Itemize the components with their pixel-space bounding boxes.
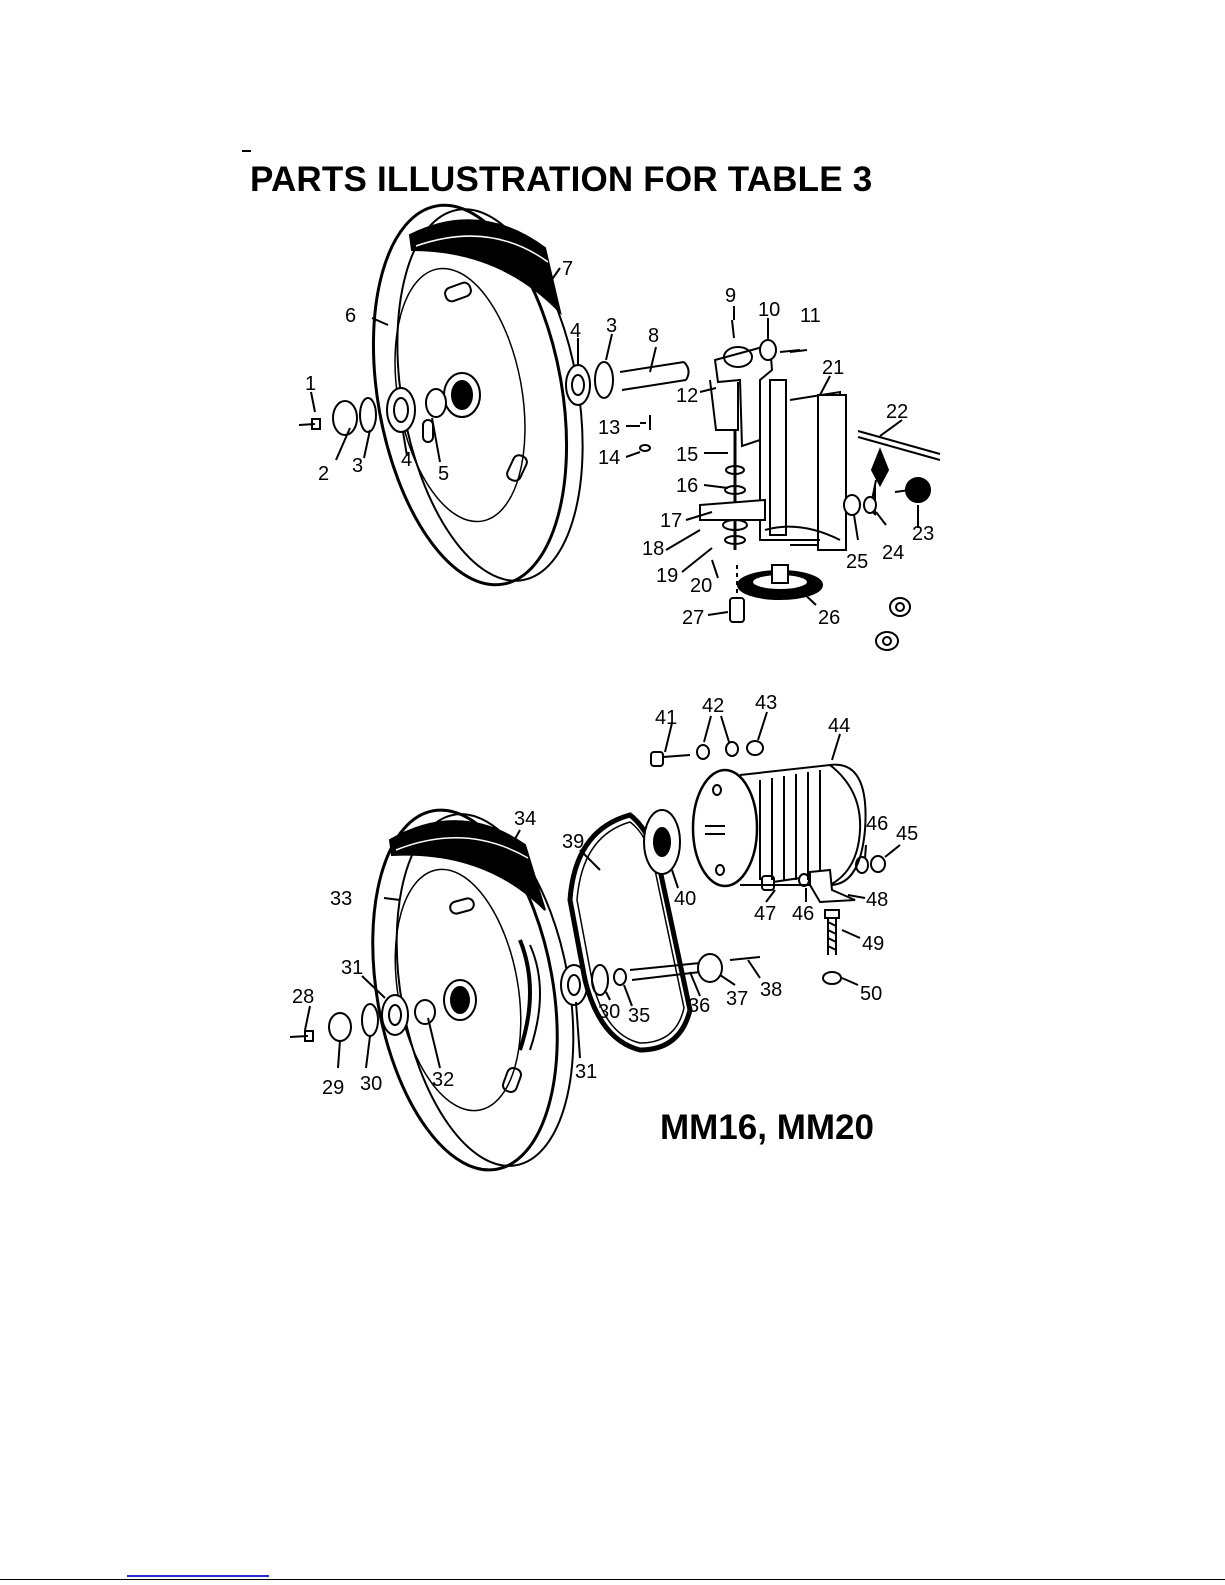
callout-6: 6 [345, 305, 356, 327]
callout-22: 22 [886, 401, 908, 423]
callout-19: 19 [656, 565, 678, 587]
callout-28: 28 [292, 986, 314, 1008]
callout-31b: 31 [575, 1061, 597, 1083]
callout-46b: 46 [792, 903, 814, 925]
callout-30b: 30 [598, 1001, 620, 1023]
callout-14: 14 [598, 447, 620, 469]
top-fasteners [651, 741, 763, 766]
callout-49: 49 [862, 933, 884, 955]
callout-37: 37 [726, 988, 748, 1010]
callout-50: 50 [860, 983, 882, 1005]
spare-nuts [876, 598, 910, 650]
callout-25: 25 [846, 551, 868, 573]
callout-48: 48 [866, 889, 888, 911]
callout-16: 16 [676, 475, 698, 497]
callout-47: 47 [754, 903, 776, 925]
callout-2: 2 [318, 463, 329, 485]
callout-29: 29 [322, 1077, 344, 1099]
callout-42: 42 [702, 695, 724, 717]
footer-link-underline[interactable] [127, 1575, 269, 1577]
callout-35: 35 [628, 1005, 650, 1027]
callout-1: 1 [305, 373, 316, 395]
callout-5: 5 [438, 463, 449, 485]
callout-10: 10 [758, 299, 780, 321]
callout-20: 20 [690, 575, 712, 597]
callout-12: 12 [676, 385, 698, 407]
callout-8: 8 [648, 325, 659, 347]
callout-24: 24 [882, 542, 904, 564]
callout-32: 32 [432, 1069, 454, 1091]
callout-34: 34 [514, 808, 536, 830]
motor-pulley [644, 810, 680, 874]
callout-11: 11 [800, 305, 821, 327]
callout-38: 38 [760, 979, 782, 1001]
callout-13: 13 [598, 417, 620, 439]
callout-3b: 3 [606, 315, 617, 337]
callout-45: 45 [896, 823, 918, 845]
callout-39: 39 [562, 831, 584, 853]
callout-3: 3 [352, 455, 363, 477]
callout-7: 7 [562, 258, 573, 280]
callout-27: 27 [682, 607, 704, 629]
mount-bolt [823, 910, 841, 984]
callout-23: 23 [912, 523, 934, 545]
callout-41: 41 [655, 707, 677, 729]
callout-44: 44 [828, 715, 850, 737]
callout-18: 18 [642, 538, 664, 560]
callout-33: 33 [330, 888, 352, 910]
callout-40: 40 [674, 888, 696, 910]
callout-30: 30 [360, 1073, 382, 1095]
callout-36: 36 [688, 995, 710, 1017]
callout-26: 26 [818, 607, 840, 629]
callout-4: 4 [401, 449, 412, 471]
handwheel [738, 565, 822, 599]
footer-rule [0, 1579, 1225, 1580]
callout-4b: 4 [570, 320, 581, 342]
callout-46: 46 [866, 813, 888, 835]
callout-31: 31 [341, 957, 363, 979]
tie-rod [858, 431, 940, 460]
model-label: MM16, MM20 [660, 1108, 874, 1148]
callout-21: 21 [822, 357, 844, 379]
motor [693, 765, 866, 886]
callout-43: 43 [755, 692, 777, 714]
callout-9: 9 [725, 285, 736, 307]
callout-17: 17 [660, 510, 682, 532]
callout-15: 15 [676, 444, 698, 466]
bearing-right-upper [566, 362, 689, 405]
